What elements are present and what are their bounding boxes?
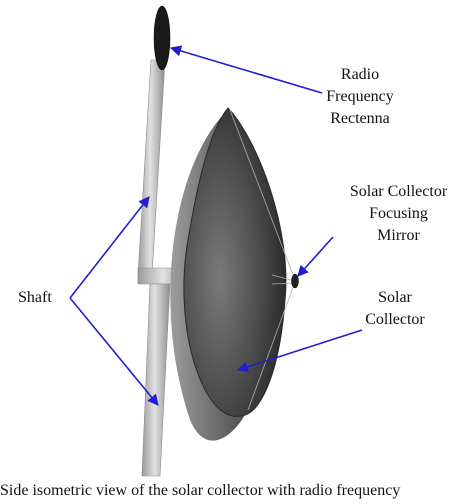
arrow-rectenna (169, 45, 323, 94)
arrow-shaft-lower (69, 297, 159, 406)
label-focusing-mirror: Solar Collector Focusing Mirror (349, 183, 448, 244)
arrow-focusing-mirror (297, 236, 334, 277)
figure-caption: Side isometric view of the solar collect… (0, 482, 401, 499)
focusing-mirror (291, 273, 299, 289)
callout-arrows (69, 45, 363, 406)
label-solar-collector: Solar Collector (365, 289, 425, 328)
rectenna-disc (153, 5, 171, 71)
lower-shaft (141, 283, 171, 477)
arrow-solar-collector (236, 329, 363, 373)
upper-shaft (137, 59, 166, 276)
mirror-support-struts (229, 109, 296, 411)
label-rectenna: Radio Frequency Rectenna (326, 66, 394, 127)
solar-collector-dish (183, 107, 287, 417)
arrow-shaft-upper (69, 196, 150, 299)
label-shaft: Shaft (18, 289, 52, 306)
solar-collector-dish-outer (170, 110, 245, 441)
